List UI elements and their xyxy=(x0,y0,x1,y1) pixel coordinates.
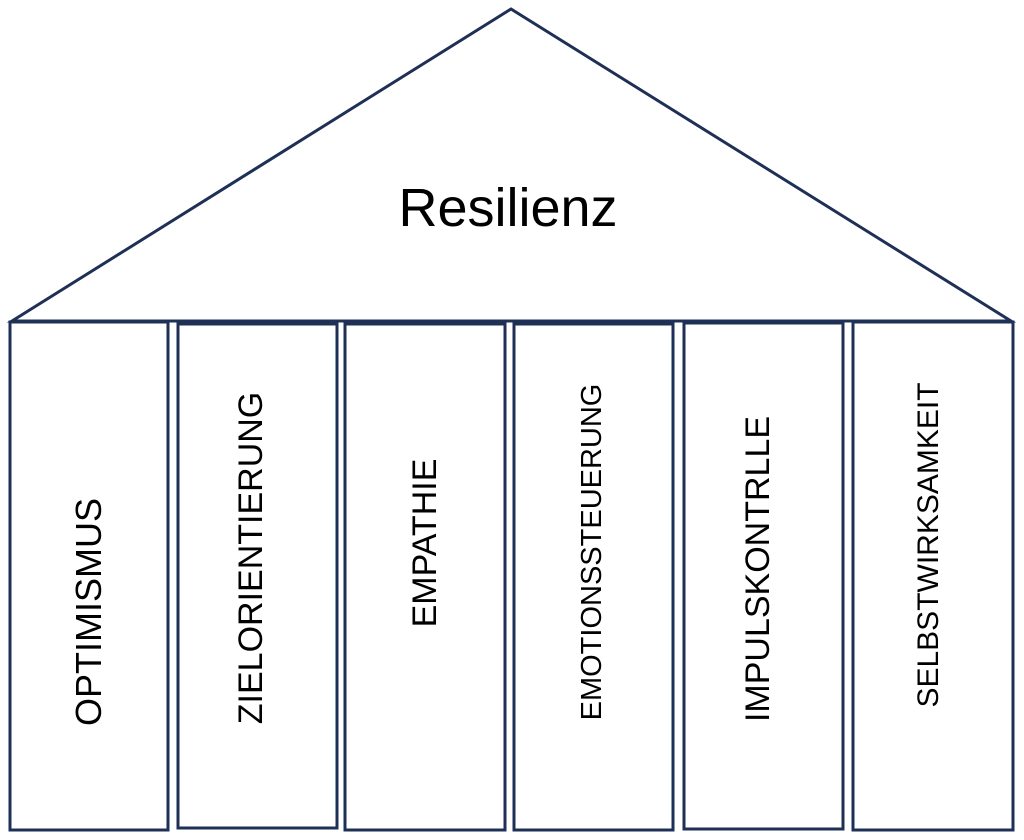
pillar-box xyxy=(512,322,675,832)
pillar-label: EMOTIONSSTEUERUNG xyxy=(576,384,608,721)
pillar-label: EMPATHIE xyxy=(406,459,444,628)
pillar-label: SELBSTWIRKSAMKEIT xyxy=(912,382,945,707)
pillar-label: IMPULSKONTRLLE xyxy=(739,416,777,722)
roof-title: Resilienz xyxy=(398,178,617,238)
pillar-selbstwirksamkeit: SELBSTWIRKSAMKEIT xyxy=(851,320,1015,832)
pillar-label: ZIELORIENTIERUNG xyxy=(232,392,270,724)
pillar-zielorientierung: ZIELORIENTIERUNG xyxy=(176,322,339,830)
pillar-emotionssteuerung: EMOTIONSSTEUERUNG xyxy=(512,322,675,832)
pillar-box xyxy=(851,320,1015,832)
pillar-empathie: EMPATHIE xyxy=(343,322,507,832)
pillar-box xyxy=(8,320,170,832)
pillar-box xyxy=(176,322,339,830)
pillar-optimismus: OPTIMISMUS xyxy=(8,320,170,832)
pillar-box xyxy=(682,321,845,831)
pillar-impulskontrlle: IMPULSKONTRLLE xyxy=(682,321,845,831)
roof-triangle xyxy=(6,7,1017,323)
pillar-label: OPTIMISMUS xyxy=(68,498,109,726)
pillar-box xyxy=(343,322,507,832)
